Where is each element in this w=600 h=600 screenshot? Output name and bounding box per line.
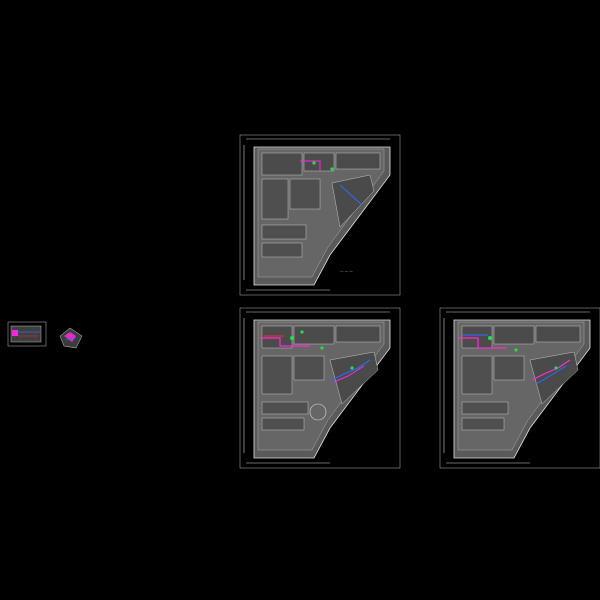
room-grid [261, 325, 381, 431]
sheet-frame [239, 134, 401, 296]
key-plan-highlight [64, 332, 76, 342]
key-plan-line [65, 337, 77, 341]
detail-sheet-left[interactable] [7, 321, 47, 347]
room-grid [261, 152, 381, 258]
mep-overlay [260, 330, 371, 383]
floor-plan-bottom-left[interactable] [239, 307, 401, 469]
floor-plan-top[interactable]: — — — [239, 134, 401, 296]
sheet-frame [439, 307, 600, 469]
detail-frame [7, 321, 47, 347]
sheet-caption-mark: — — — [340, 269, 353, 273]
floor-plan-bottom-right[interactable] [439, 307, 600, 469]
key-plan-left[interactable] [59, 327, 83, 349]
detail-body [10, 325, 42, 343]
room-grid [461, 325, 581, 431]
mep-overlay [458, 334, 571, 385]
detail-highlight [12, 330, 18, 336]
sheet-frame [239, 307, 401, 469]
mep-overlay [300, 160, 363, 206]
